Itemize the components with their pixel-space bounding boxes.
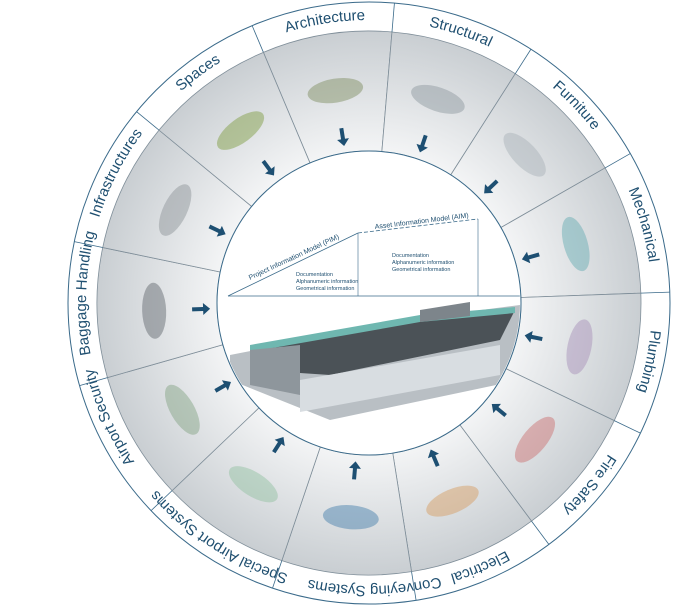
arrow-inward-icon xyxy=(521,251,540,264)
model-thumbnail xyxy=(216,111,265,150)
model-thumbnail xyxy=(411,84,465,114)
arrow-inward-icon xyxy=(192,303,211,316)
arrow-inward-icon xyxy=(261,159,275,176)
sector-divider xyxy=(74,241,103,248)
model-thumbnail xyxy=(158,184,192,236)
sector-divider xyxy=(614,420,641,434)
model-thumbnail xyxy=(228,466,278,503)
sector-divider xyxy=(514,49,532,74)
arrow-inward-icon xyxy=(208,224,226,237)
pim-item: Geometrical information xyxy=(296,286,354,292)
aim-item: Geometrical information xyxy=(392,267,450,273)
sector-divider xyxy=(150,490,173,511)
sector-divider xyxy=(531,520,550,545)
pim-item: Documentation xyxy=(296,272,333,278)
arrow-inward-icon xyxy=(427,449,440,467)
sector-divider xyxy=(251,25,264,53)
model-thumbnail xyxy=(142,282,167,339)
sector-divider xyxy=(79,377,108,386)
arrow-inward-icon xyxy=(337,127,349,146)
sector-divider xyxy=(272,560,283,589)
model-thumbnail xyxy=(307,78,364,104)
model-thumbnail xyxy=(165,384,200,435)
model-thumbnail xyxy=(514,416,556,463)
sector-divider xyxy=(391,3,395,33)
arrows xyxy=(192,127,543,480)
aim-item: Documentation xyxy=(392,253,429,259)
model-thumbnail xyxy=(426,485,479,517)
aim-item: Alphanumeric information xyxy=(392,260,454,266)
sector-divider xyxy=(640,291,670,294)
model-thumbnail xyxy=(503,132,546,177)
airport-building-image xyxy=(230,302,520,420)
sector-divider xyxy=(136,111,160,131)
sector-divider xyxy=(411,571,417,601)
arrow-inward-icon xyxy=(484,179,499,194)
arrow-inward-icon xyxy=(524,330,543,343)
arrow-inward-icon xyxy=(491,403,507,418)
pim-item: Alphanumeric information xyxy=(296,279,358,285)
arrow-inward-icon xyxy=(272,437,285,454)
sector-divider xyxy=(604,153,631,169)
arrow-inward-icon xyxy=(348,461,361,480)
center-panel: Project Information Model (PIM) Asset In… xyxy=(216,150,522,456)
arrow-inward-icon xyxy=(416,134,428,153)
model-thumbnail xyxy=(561,216,590,272)
model-thumbnail xyxy=(566,319,593,375)
model-thumbnail xyxy=(322,505,379,530)
arrow-inward-icon xyxy=(214,380,231,393)
